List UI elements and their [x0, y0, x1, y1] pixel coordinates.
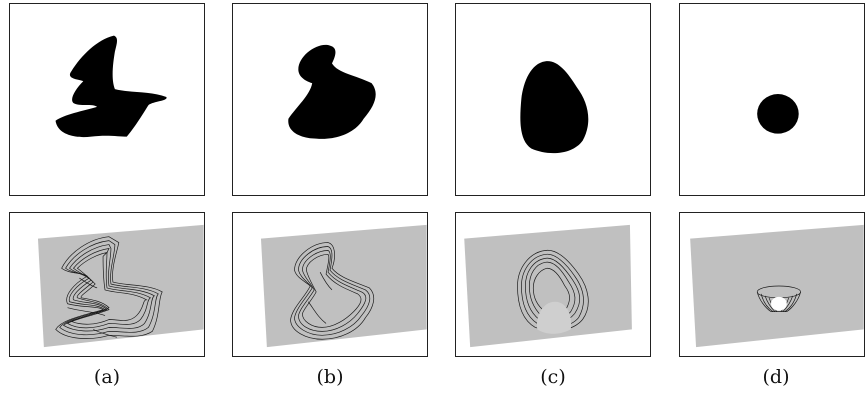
shape-a-region: [55, 35, 167, 138]
panel-a-bottom: [9, 212, 205, 357]
caption-b: (b): [316, 366, 344, 388]
surface-c-floor: [536, 301, 572, 334]
shape-c-region: [520, 61, 589, 154]
caption-a: (a): [93, 366, 121, 388]
panel-c-top: [455, 3, 651, 196]
panel-d-bottom: [679, 212, 865, 357]
shape-d: [757, 94, 799, 134]
caption-c: (c): [540, 366, 566, 388]
surface-b: [260, 224, 427, 348]
shape-d-region: [757, 94, 799, 134]
shape-b: [288, 44, 376, 139]
surface-d-floor: [771, 296, 787, 311]
plane-c: [464, 224, 632, 348]
panel-c-bottom: [455, 212, 651, 357]
shape-c: [520, 61, 589, 154]
panel-d-top: [679, 3, 865, 196]
surface-a-contours: [55, 236, 163, 339]
surface-b-contours: [290, 242, 375, 340]
surface-d: [690, 224, 864, 348]
shape-b-region: [288, 44, 376, 139]
plane-b: [260, 224, 427, 348]
panel-a-top: [9, 3, 205, 196]
surface-c: [464, 224, 632, 348]
surface-a: [37, 224, 204, 348]
panel-b-top: [232, 3, 428, 196]
panel-b-bottom: [232, 212, 428, 357]
shape-a: [55, 35, 167, 138]
caption-d: (d): [762, 366, 790, 388]
